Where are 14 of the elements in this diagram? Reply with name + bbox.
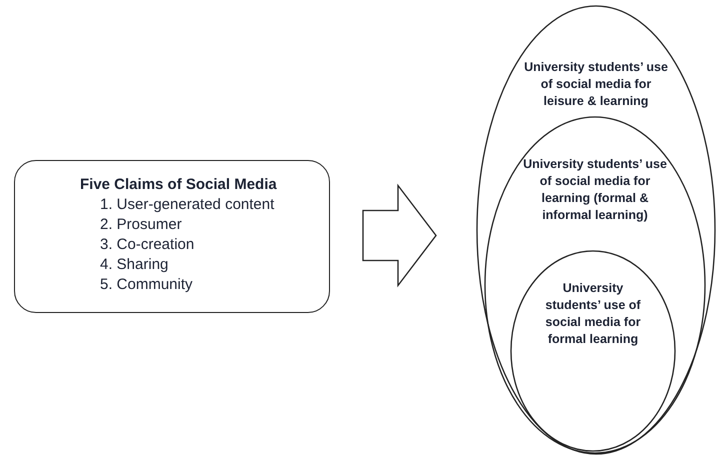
oval-region [476,5,716,455]
list-item: 3. Co-creation [100,235,194,255]
region-label: University students’ use of social media for leisure & learning [523,59,669,110]
oval-region [510,250,676,452]
box-heading: Five Claims of Social Media [80,175,277,195]
region-label: University students’ use of social media for formal learning [544,280,642,348]
rounded-box [14,160,330,313]
list-item: 2. Prosumer [100,215,182,235]
region-label: University students’ use of social media for learning (formal & informal learning) [522,156,668,224]
list-item: 5. Community [100,275,193,295]
oval-region [484,116,706,454]
list-item: 4. Sharing [100,255,168,275]
list-item: 1. User-generated content [100,195,274,215]
block-arrow [362,184,437,288]
